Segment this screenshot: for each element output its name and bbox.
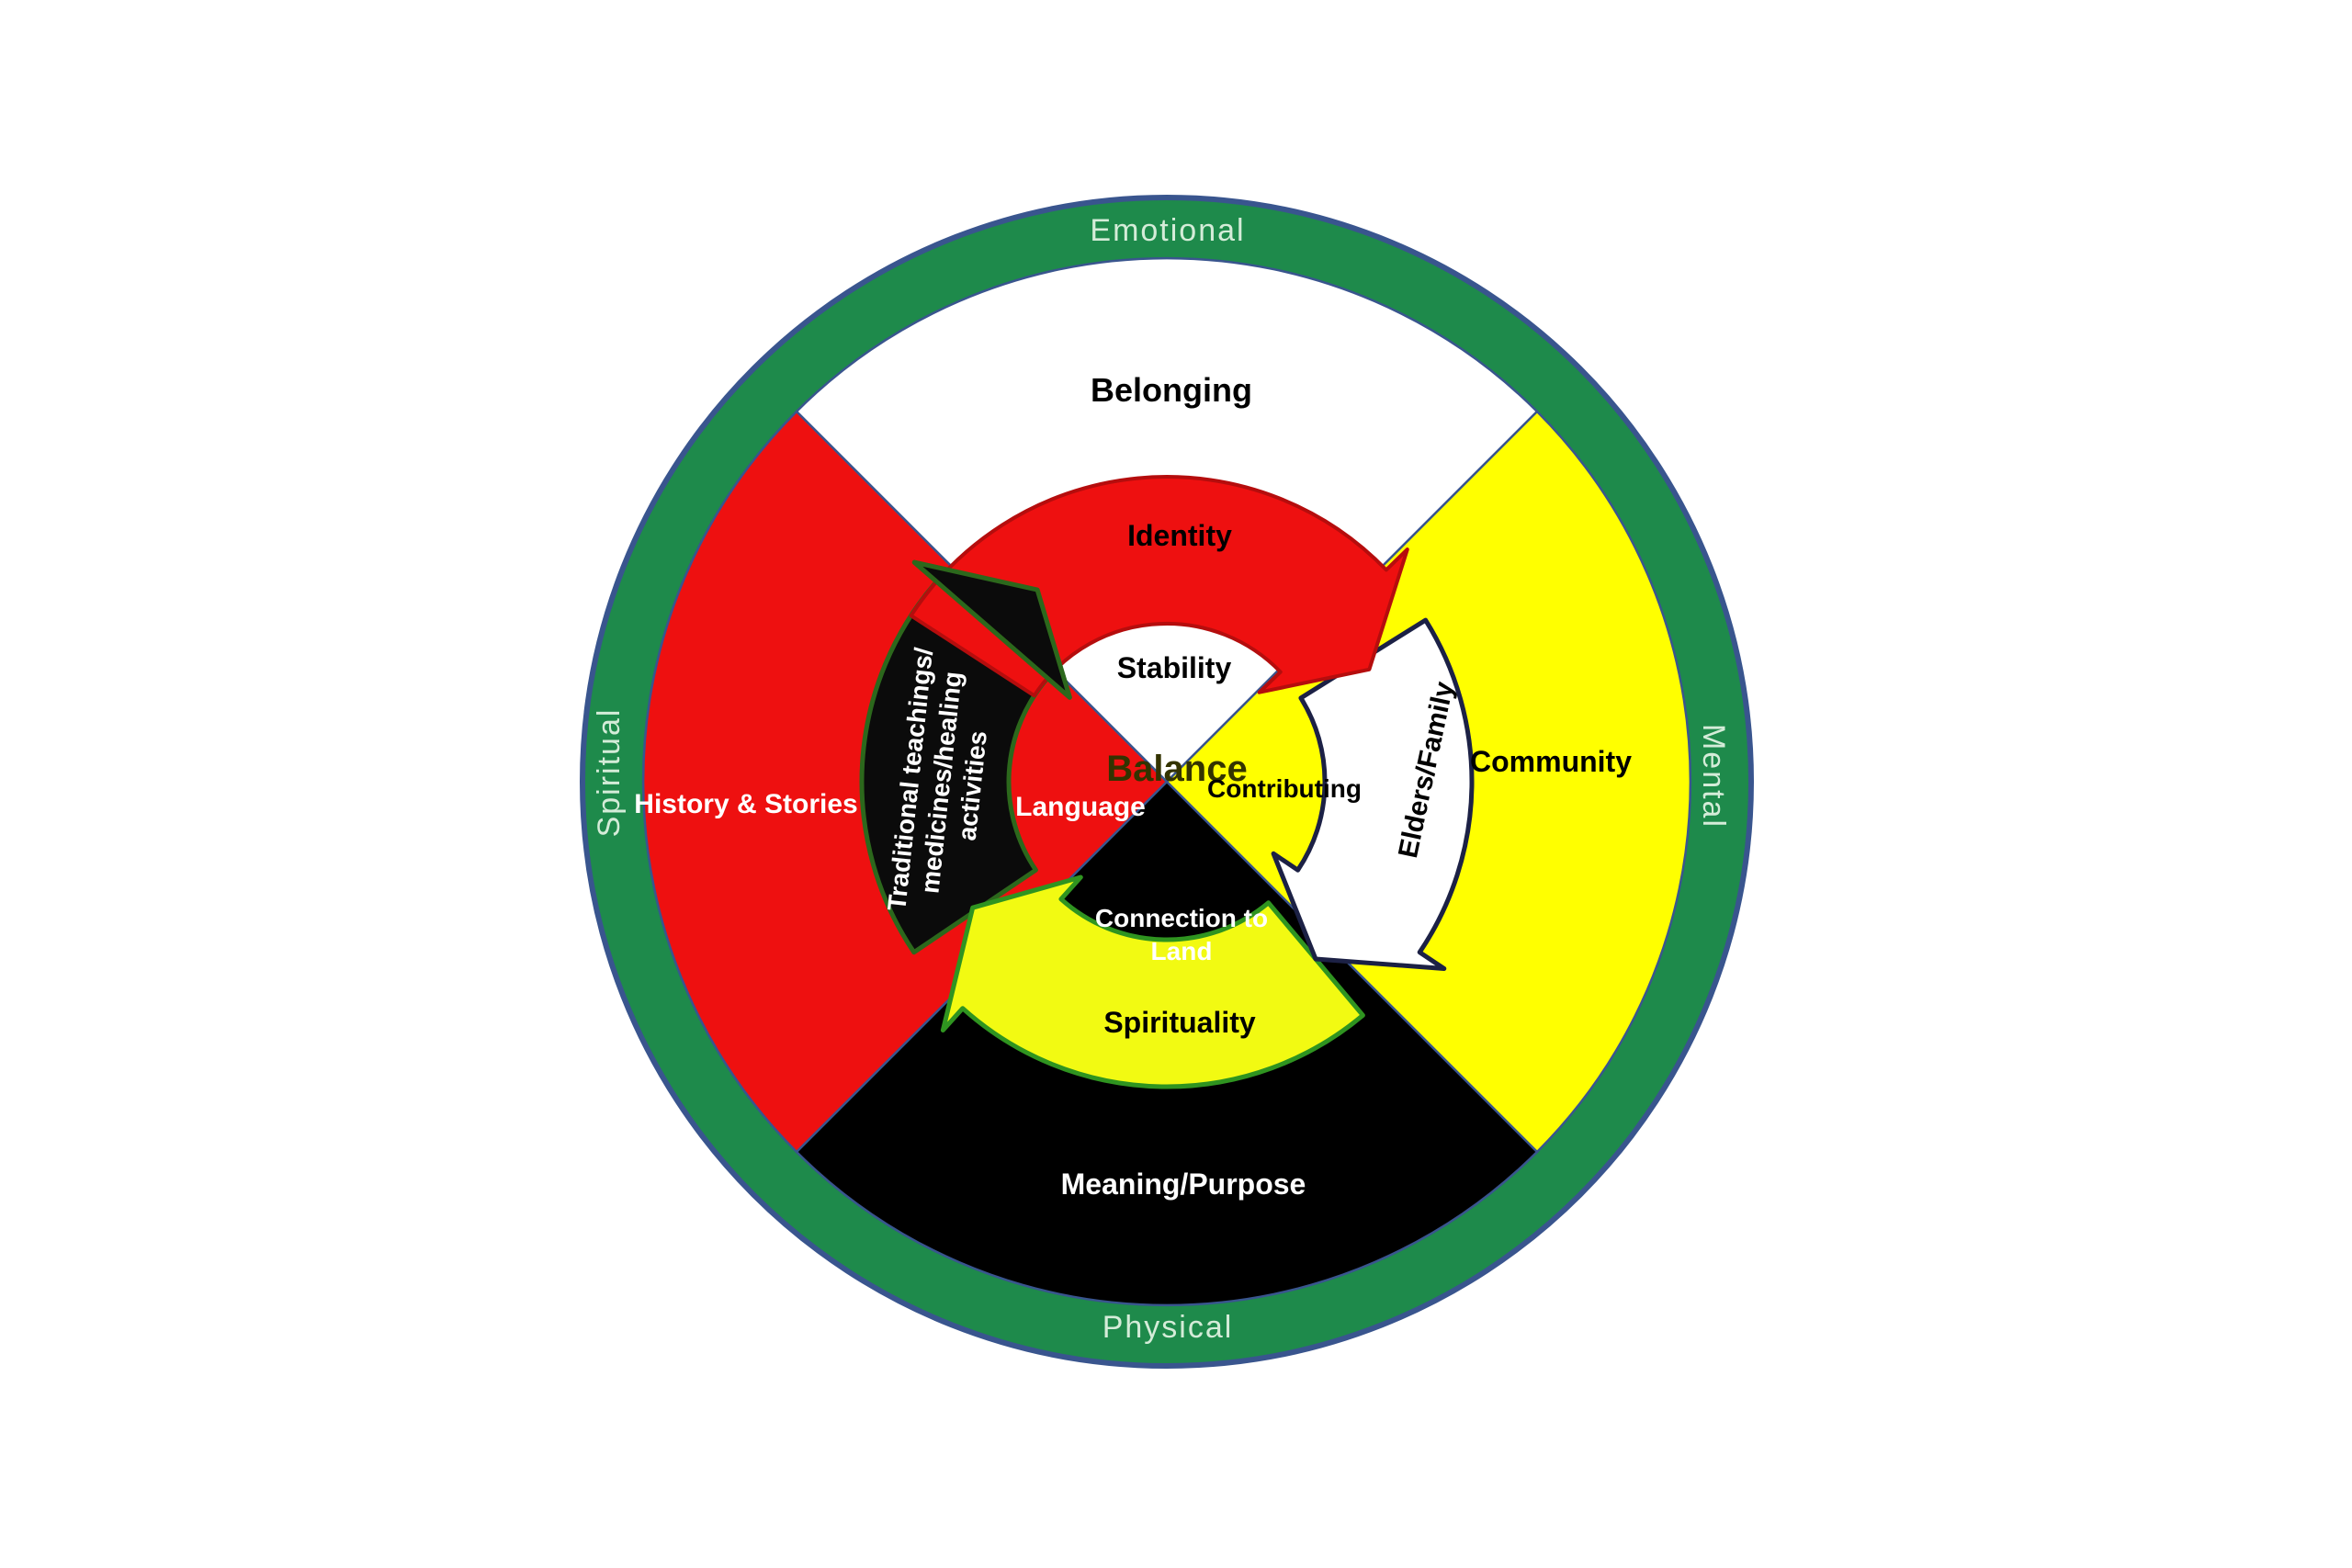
spiritual-ring-label: Spiritual <box>592 708 627 838</box>
cycle-arrows <box>859 475 1475 1089</box>
mental-ring-label: Mental <box>1696 724 1731 829</box>
balance-label: Balance <box>1106 749 1247 789</box>
connection-to-land-label-line2: Land <box>1151 937 1213 965</box>
community-label: Community <box>1470 745 1632 778</box>
ring-labels: Emotional Mental Physical Spiritual <box>592 213 1731 1345</box>
language-label: Language <box>1015 792 1146 822</box>
spirituality-arrow-label: Spirituality <box>1103 1006 1256 1039</box>
center-labels: Stability Balance Contributing Language … <box>1015 651 1362 965</box>
emotional-ring-label: Emotional <box>1090 213 1245 248</box>
connection-to-land-label-line1: Connection to <box>1095 904 1268 932</box>
belonging-label: Belonging <box>1091 371 1252 409</box>
physical-ring-label: Physical <box>1102 1310 1234 1345</box>
meaning-purpose-label: Meaning/Purpose <box>1061 1168 1306 1201</box>
quadrant-labels: Belonging Community Meaning/Purpose Hist… <box>634 371 1632 1201</box>
traditional-arrow-head <box>911 559 1072 700</box>
elders-family-arrow <box>1271 617 1475 971</box>
history-stories-label: History & Stories <box>634 789 857 819</box>
contributing-label: Contributing <box>1207 774 1362 803</box>
identity-arrow-label: Identity <box>1127 519 1232 552</box>
spirituality-arrow <box>940 874 1365 1089</box>
stability-label: Stability <box>1117 651 1232 684</box>
